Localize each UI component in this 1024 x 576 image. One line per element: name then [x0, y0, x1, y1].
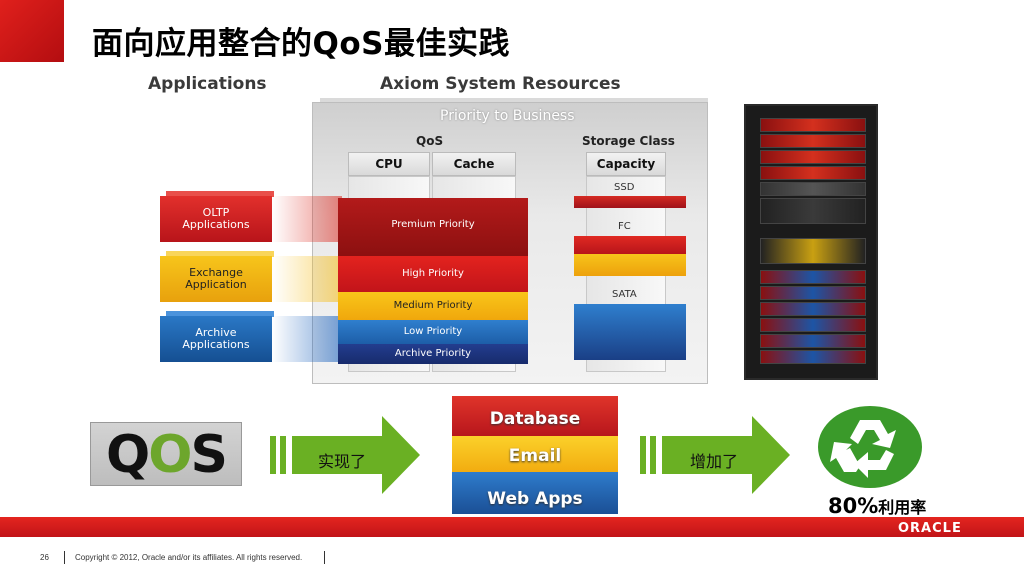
axiom-header: Axiom System Resources [380, 74, 621, 94]
archive-band [272, 316, 342, 362]
utilization-label: 80%利用率 [828, 494, 926, 518]
rack-unit [760, 350, 866, 364]
rack-unit [760, 198, 866, 224]
rack-unit [760, 302, 866, 316]
sata-label: SATA [612, 289, 637, 300]
rack-unit [760, 334, 866, 348]
qos-label: QoS [416, 134, 444, 148]
utilization-text: 利用率 [878, 498, 927, 517]
high-priority-band: High Priority [338, 256, 528, 292]
exchange-line2: Application [185, 278, 247, 291]
recycle-icon [818, 406, 922, 488]
email-block: Email [452, 436, 618, 472]
panel-top-edge [320, 98, 708, 104]
archive-line2: Applications [182, 338, 250, 351]
footer-separator [324, 551, 325, 564]
exchange-band [272, 256, 342, 302]
fc-label: FC [618, 221, 631, 232]
server-rack-image [744, 104, 878, 380]
corner-accent [0, 0, 64, 62]
rack-unit [760, 238, 866, 264]
medium-priority-band: Medium Priority [338, 292, 528, 320]
oracle-logo: ORACLE [898, 521, 962, 536]
applications-header: Applications [148, 74, 267, 94]
archive-line1: Archive [195, 326, 237, 339]
capacity-header: Capacity [586, 152, 666, 176]
ssd-tier-bar [574, 196, 686, 208]
arrow-right-icon [270, 416, 420, 494]
oltp-box-top [166, 191, 274, 197]
oltp-line2: Applications [182, 218, 250, 231]
exchange-box-top [166, 251, 274, 257]
rack-unit [760, 182, 866, 196]
cache-header: Cache [432, 152, 516, 176]
oltp-line1: OLTP [202, 206, 230, 219]
ssd-label: SSD [614, 182, 635, 193]
rack-unit [760, 134, 866, 148]
exchange-line1: Exchange [189, 266, 243, 279]
database-block: Database [452, 396, 618, 436]
rack-unit [760, 118, 866, 132]
arrow-right-icon [640, 416, 790, 494]
arrow1-text: 实现了 [318, 452, 367, 471]
page-number: 26 [40, 553, 49, 562]
rack-unit [760, 286, 866, 300]
qos-logo-q: Q [106, 425, 150, 485]
archive-priority-band: Archive Priority [338, 344, 528, 364]
archive-box-top [166, 311, 274, 317]
qos-logo: QOS [90, 422, 242, 486]
fc-tier-yellow [574, 254, 686, 276]
arrow2-text: 增加了 [690, 452, 739, 471]
premium-priority-band: Premium Priority [338, 198, 528, 256]
footer-separator [64, 551, 65, 564]
low-priority-band: Low Priority [338, 320, 528, 344]
sata-tier-bar [574, 304, 686, 360]
slide-title: 面向应用整合的QoS最佳实践 [92, 26, 510, 62]
rack-unit [760, 150, 866, 164]
oltp-band [272, 196, 342, 242]
webapps-block: Web Apps [452, 472, 618, 514]
qos-logo-o: O [148, 425, 192, 485]
rack-unit [760, 318, 866, 332]
qos-logo-s: S [190, 425, 227, 485]
copyright-text: Copyright © 2012, Oracle and/or its affi… [75, 553, 303, 562]
footer-red-bar [0, 517, 1024, 537]
storage-class-label: Storage Class [582, 134, 675, 148]
utilization-pct: 80% [828, 494, 879, 518]
cpu-header: CPU [348, 152, 430, 176]
rack-unit [760, 166, 866, 180]
rack-unit [760, 270, 866, 284]
panel-title: Priority to Business [440, 108, 575, 124]
fc-tier-red [574, 236, 686, 254]
